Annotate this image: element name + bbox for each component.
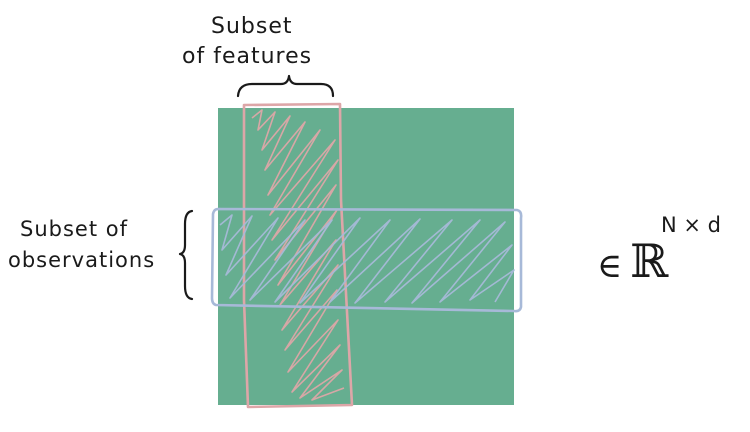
data-matrix <box>218 108 514 405</box>
dimension-exponent: N × d <box>661 213 721 237</box>
observation-band-outline <box>210 207 523 313</box>
membership-symbol: ∈ <box>597 246 622 286</box>
features-label-line2: of features <box>182 44 312 69</box>
features-label-line1: Subset <box>211 14 293 39</box>
features-brace <box>236 74 335 98</box>
feature-band-hatching <box>251 109 345 401</box>
real-set-symbol: ℝ <box>630 234 669 288</box>
feature-band-outline <box>242 102 354 409</box>
observations-brace <box>178 209 194 301</box>
observations-label-line2: observations <box>8 248 155 272</box>
observation-band-hatching <box>219 214 515 304</box>
observations-label-line1: Subset of <box>20 217 128 241</box>
